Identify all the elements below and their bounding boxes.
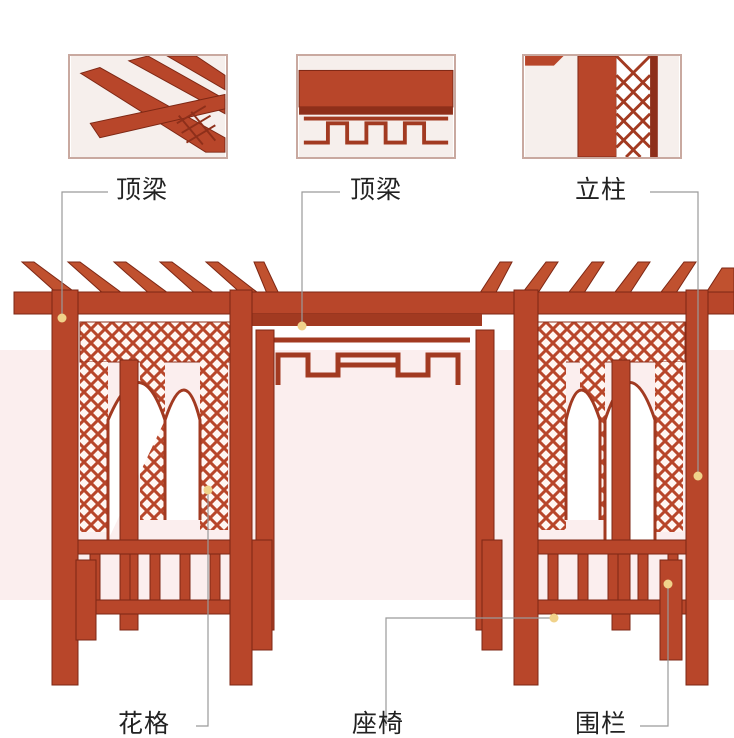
detail-top-beam-center [296,54,456,159]
left-lattice-top [79,321,231,363]
top-beam-closeup-image [71,56,226,157]
right-lattice-inner-2 [538,360,566,530]
label-top-beam-center: 顶梁 [350,175,403,204]
right-lattice-top [534,321,686,363]
left-lattice-outer [80,362,108,532]
label-top-beam-left: 顶梁 [116,175,169,204]
detail-top-beam-left [68,54,228,159]
right-bench-railing [481,539,687,661]
main-beam [13,291,734,315]
left-rafters [20,261,281,297]
left-lattice-inner-2 [200,360,228,530]
column-closeup-image [525,56,679,157]
columns [51,289,709,686]
leader-lines [61,191,699,727]
label-railing: 围栏 [575,709,628,738]
left-bench-railing [75,539,273,651]
right-lattice-outer [655,362,683,532]
right-arch [564,388,602,520]
detail-column [522,54,682,159]
center-lintel [252,314,482,326]
center-fretwork [270,337,470,385]
label-column: 立柱 [575,175,628,204]
lintel-closeup-image [298,56,454,157]
callout-dots [57,313,703,623]
label-lattice: 花格 [118,709,171,738]
label-bench: 座椅 [352,709,405,738]
left-arch-2 [163,388,202,520]
